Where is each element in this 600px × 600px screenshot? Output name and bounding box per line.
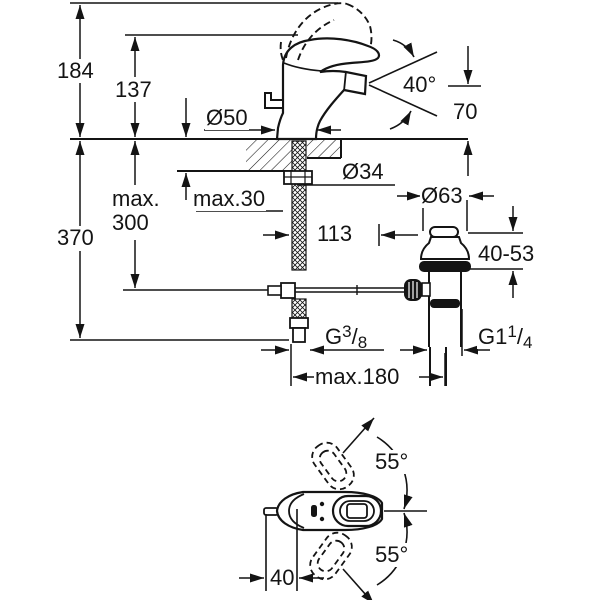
label-hose-length: max. 300 [111, 186, 161, 235]
side-view [70, 2, 523, 386]
waste-knob [429, 226, 459, 238]
dim-g114 [400, 309, 490, 356]
handle-joint-line [283, 62, 323, 72]
label-deck-thickness: max.30 [192, 186, 267, 211]
dim-70 [448, 46, 481, 176]
handle-swivel-upper-dashed [311, 441, 355, 491]
dim-40-53 [468, 206, 523, 298]
faucet-body [264, 2, 381, 141]
faucet-body-plan [263, 490, 384, 532]
faucet-outline [275, 37, 381, 141]
dim-113 [263, 224, 418, 246]
dim-max300 [123, 141, 268, 291]
nozzle-plan [263, 507, 279, 516]
waste-flange [419, 236, 471, 260]
reference-lines [70, 2, 468, 341]
popup-pull-knob [264, 92, 284, 109]
label-below-deck-height: 370 [56, 225, 95, 250]
label-waste-flange-diameter: Ø63 [420, 183, 464, 208]
popup-rod [267, 282, 404, 299]
counter-section [246, 140, 341, 170]
label-waste-clamp-range: 40-53 [477, 241, 536, 266]
popup-waste [404, 226, 471, 386]
label-supply-thread: G3/8 [324, 322, 369, 352]
popup-knob-plan [311, 505, 317, 517]
dim-max180 [290, 344, 446, 386]
top-view [239, 417, 427, 600]
label-handle-swing-upper: 55° [374, 449, 410, 474]
label-mounting-hole-diameter: Ø34 [341, 159, 385, 184]
dim-max30 [181, 98, 283, 212]
label-spray-angle: 40° [402, 72, 438, 97]
label-handle-swing-lower: 55° [374, 542, 410, 567]
label-outlet-to-center: 40 [269, 565, 296, 590]
label-waste-offset: 113 [316, 221, 354, 246]
label-waste-thread: G11/4 [477, 322, 534, 352]
label-overall-height: 184 [56, 58, 95, 83]
waste-seal-upper [419, 261, 471, 272]
waste-seal-lower [430, 299, 460, 308]
label-spout-tip-height: 137 [114, 77, 153, 102]
aerator-edge [343, 70, 347, 92]
supply-shank [283, 140, 313, 343]
hose-fitting [289, 317, 309, 329]
handle-swivel-lower-dashed [309, 531, 353, 581]
spray-angle [368, 39, 438, 130]
handle-raised-dashed [279, 2, 373, 61]
label-outlet-height: 70 [452, 99, 479, 124]
handle-plan-outer [331, 494, 383, 528]
dim-40-plan [239, 509, 324, 591]
dimensions-side-view [75, 5, 523, 386]
label-base-diameter: Ø50 [205, 105, 249, 130]
label-max-spread: max.180 [314, 364, 401, 389]
